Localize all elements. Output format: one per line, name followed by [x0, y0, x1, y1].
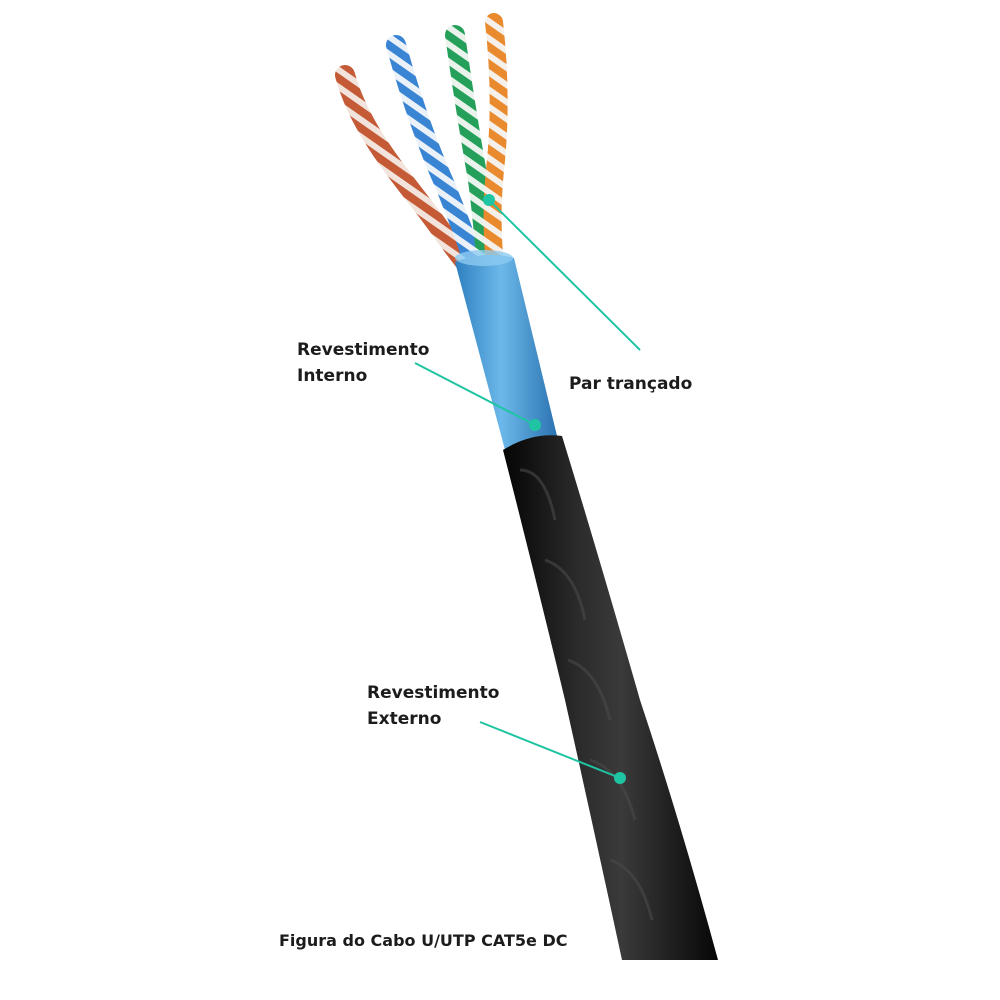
- label-twisted-pair: Par trançado: [569, 371, 692, 397]
- pointers: [414, 194, 641, 784]
- pointer-interno-dot: [529, 419, 541, 431]
- label-outer-jacket-line1: Revestimento: [367, 683, 500, 703]
- pair-blue: [386, 35, 482, 268]
- label-inner-jacket: Revestimento Interno: [297, 337, 429, 389]
- pair-brown: [335, 65, 475, 272]
- pair-green: [445, 25, 496, 265]
- label-inner-jacket-line1: Revestimento: [297, 340, 430, 360]
- label-twisted-pair-text: Par trançado: [569, 374, 693, 394]
- label-outer-jacket-line2: Externo: [367, 709, 442, 729]
- inner-jacket: [455, 254, 558, 451]
- pair-orange: [483, 13, 508, 264]
- outer-jacket-texture: [519, 468, 654, 921]
- pointer-par: [488, 199, 641, 351]
- pointer-externo: [479, 721, 621, 779]
- pointer-interno: [414, 362, 536, 426]
- twisted-pairs: [335, 13, 508, 272]
- pointer-externo-dot: [614, 772, 626, 784]
- inner-jacket-rim: [455, 250, 513, 266]
- outer-jacket: [503, 435, 718, 961]
- figure-caption: Figura do Cabo U/UTP CAT5e DC: [279, 931, 568, 950]
- pointer-par-dot: [483, 194, 495, 206]
- label-inner-jacket-line2: Interno: [297, 366, 368, 386]
- label-outer-jacket: Revestimento Externo: [367, 680, 499, 732]
